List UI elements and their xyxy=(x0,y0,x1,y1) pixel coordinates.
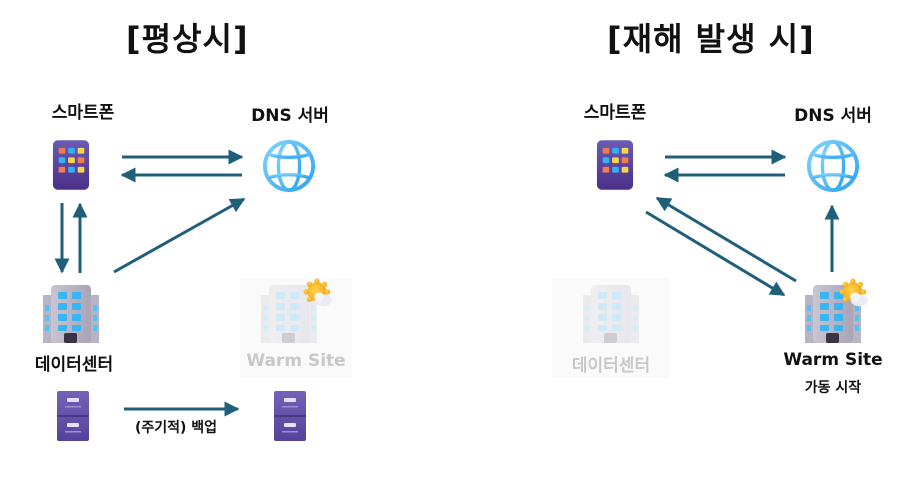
arrow-smartphone-to-warmsite xyxy=(645,210,786,297)
warmsite-label: Warm Site xyxy=(246,351,346,371)
dns-server-label: DNS 서버 xyxy=(251,106,329,126)
dns-server-label: DNS 서버 xyxy=(794,106,872,126)
smartphone-label: 스마트폰 xyxy=(583,103,647,123)
warmsite-status-label: 가동 시작 xyxy=(804,380,862,396)
warmsite-label: Warm Site xyxy=(783,350,883,370)
panel-title-disaster: [재해 발생 시] xyxy=(607,20,815,58)
smartphone-label: 스마트폰 xyxy=(51,103,115,123)
datacenter-label: 데이터센터 xyxy=(571,356,651,376)
arrow-datacenter-to-dns xyxy=(113,197,246,274)
datacenter-label: 데이터센터 xyxy=(34,355,114,375)
panel-title-normal: [평상시] xyxy=(126,20,249,58)
warmsite-inactive: Warm Site xyxy=(240,278,352,378)
arrow-warmsite-to-smartphone xyxy=(655,196,797,283)
backup-label: (주기적) 백업 xyxy=(134,420,218,436)
datacenter-inactive: 데이터센터 xyxy=(552,278,670,378)
